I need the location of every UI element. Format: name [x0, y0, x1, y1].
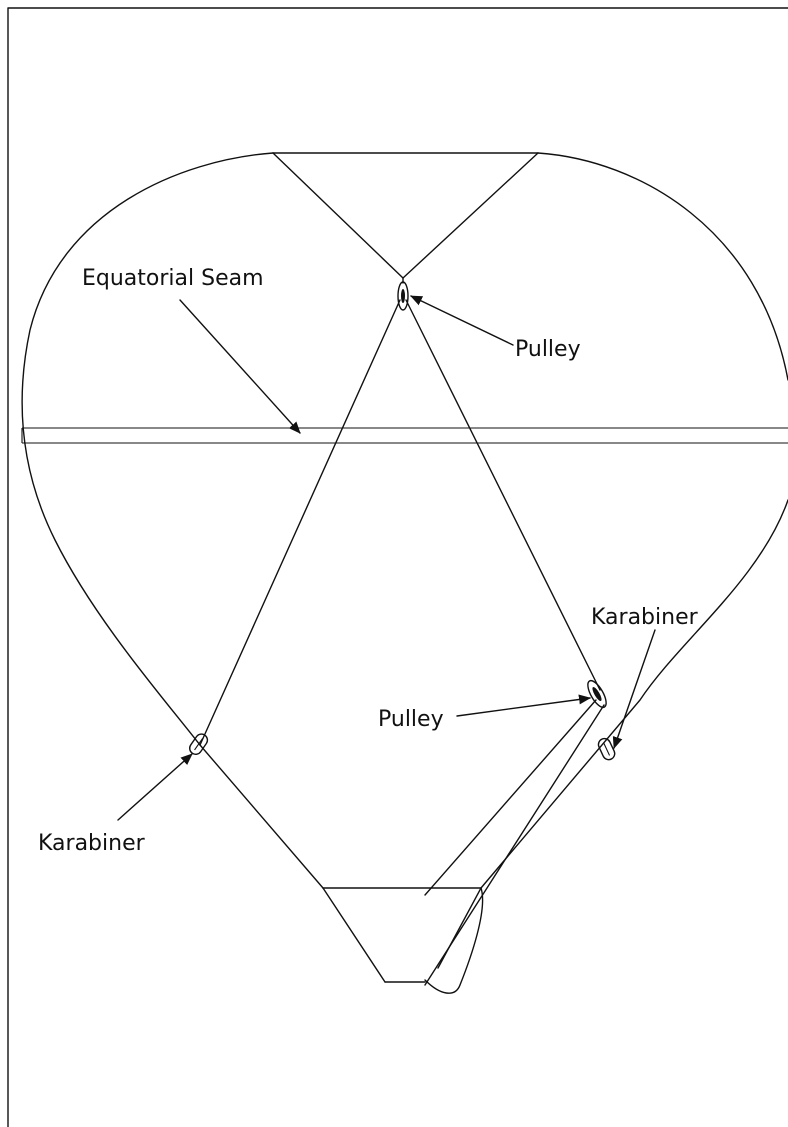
pulley-lower-arrow — [456, 694, 591, 717]
rigging-line-left — [199, 299, 401, 746]
basket-skirt — [322, 887, 482, 983]
pulley-top-arrow — [410, 295, 514, 346]
balloon-envelope-outline — [21, 152, 324, 889]
control-line-lower — [424, 699, 597, 896]
page-border — [7, 7, 788, 1127]
karabiner-left-icon — [189, 733, 209, 755]
karabiner-left-label: Karabiner — [38, 831, 146, 856]
top-pulley-icon — [397, 277, 409, 311]
crown-line-right — [402, 152, 539, 279]
rigging-line-right — [405, 299, 601, 691]
karabiner-right-arrow — [612, 629, 656, 749]
hanging-line-loop — [424, 887, 484, 994]
karabiner-left-arrow — [117, 753, 193, 821]
karabiner-right-icon — [597, 737, 616, 761]
lower-pulley-icon — [587, 679, 607, 709]
equatorial-seam-label: Equatorial Seam — [82, 266, 264, 291]
equatorial-seam-arrow — [179, 299, 301, 434]
crown-line-left — [272, 152, 404, 279]
karabiner-right-label: Karabiner — [591, 605, 699, 630]
equatorial-seam — [21, 427, 788, 444]
pulley-lower-label: Pulley — [378, 707, 444, 732]
balloon-envelope-outline-right — [480, 152, 788, 889]
pulley-top-label: Pulley — [515, 337, 581, 362]
control-line-to-basket — [424, 704, 605, 986]
